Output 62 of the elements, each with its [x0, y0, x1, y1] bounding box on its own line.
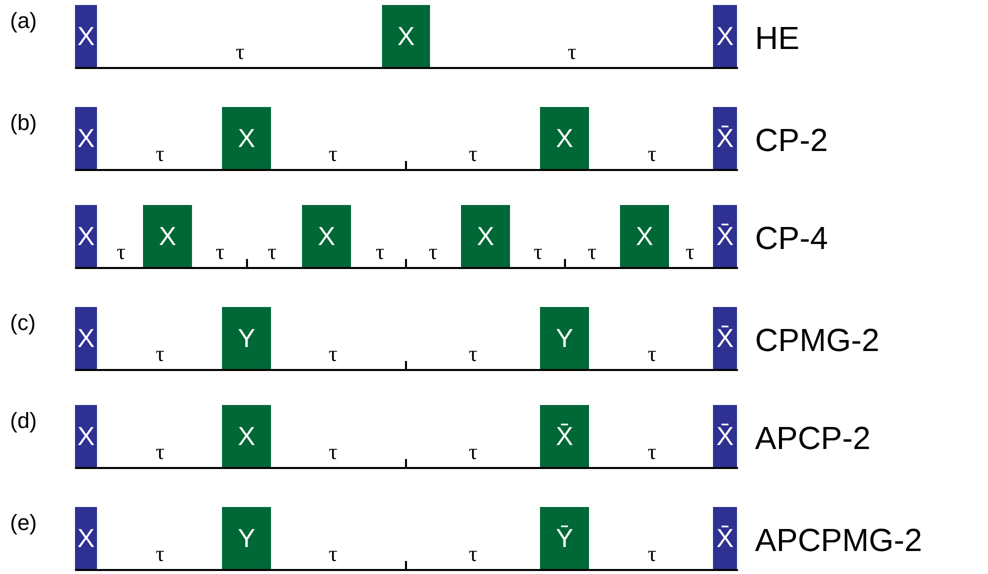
panel-label: (c) — [10, 312, 36, 334]
sequence-name: HE — [755, 22, 800, 54]
delay-label: τ — [648, 543, 656, 565]
pulse-box: X — [75, 307, 97, 369]
panel-label: (b) — [10, 112, 37, 134]
delay-label: τ — [468, 343, 478, 365]
sequence-name: CP-4 — [755, 222, 828, 254]
delay-label: τ — [328, 343, 338, 365]
delay-label: τ — [116, 241, 126, 263]
pulse-box: X — [75, 205, 97, 267]
delay-label: τ — [328, 543, 338, 565]
pulse-box: X — [75, 107, 97, 169]
pulse-box: Y — [222, 507, 271, 569]
delay-label: τ — [648, 343, 656, 365]
delay-label: τ — [686, 241, 694, 263]
delay-label: τ — [376, 241, 384, 263]
pulse-box: X̄ — [540, 405, 589, 467]
pulse-box: X — [222, 405, 271, 467]
panel-label: (a) — [10, 10, 37, 32]
pulse-box: X — [302, 205, 351, 267]
pulse-box: X — [75, 405, 97, 467]
pulse-box: Y — [222, 307, 271, 369]
delay-label: τ — [534, 241, 542, 263]
pulse-box: X — [461, 205, 510, 267]
pulse-box: X — [222, 107, 271, 169]
delay-label: τ — [328, 143, 338, 165]
delay-label: τ — [428, 241, 438, 263]
delay-label: τ — [588, 241, 596, 263]
pulse-box: X — [143, 205, 192, 267]
delay-label: τ — [468, 543, 478, 565]
delay-label: τ — [648, 143, 656, 165]
pulse-box: Y — [540, 307, 589, 369]
delay-label: τ — [468, 441, 478, 463]
delay-label: τ — [156, 543, 164, 565]
panel-label: (d) — [10, 410, 37, 432]
panel-label: (e) — [10, 512, 37, 534]
delay-label: τ — [568, 41, 576, 63]
pulse-box: X — [75, 5, 97, 67]
pulse-box: X̄ — [713, 205, 737, 267]
delay-label: τ — [648, 441, 656, 463]
delay-label: τ — [156, 441, 164, 463]
delay-label: τ — [328, 441, 338, 463]
delay-label: τ — [216, 241, 224, 263]
pulse-box: X̄ — [713, 307, 737, 369]
delay-label: τ — [268, 241, 276, 263]
pulse-box: X — [620, 205, 669, 267]
delay-label: τ — [468, 143, 478, 165]
delay-label: τ — [156, 343, 164, 365]
pulse-box: X — [540, 107, 589, 169]
pulse-box: X̄ — [713, 507, 737, 569]
pulse-box: X̄ — [713, 405, 737, 467]
delay-label: τ — [156, 143, 164, 165]
pulse-box: Ȳ — [540, 507, 589, 569]
sequence-name: APCPMG-2 — [755, 524, 922, 556]
pulse-box: X — [713, 5, 737, 67]
sequence-name: APCP-2 — [755, 422, 871, 454]
sequence-name: CPMG-2 — [755, 324, 880, 356]
delay-label: τ — [236, 41, 244, 63]
pulse-box: X̄ — [713, 107, 737, 169]
sequence-name: CP-2 — [755, 124, 828, 156]
pulse-box: X — [75, 507, 97, 569]
pulse-box: X — [382, 5, 430, 67]
